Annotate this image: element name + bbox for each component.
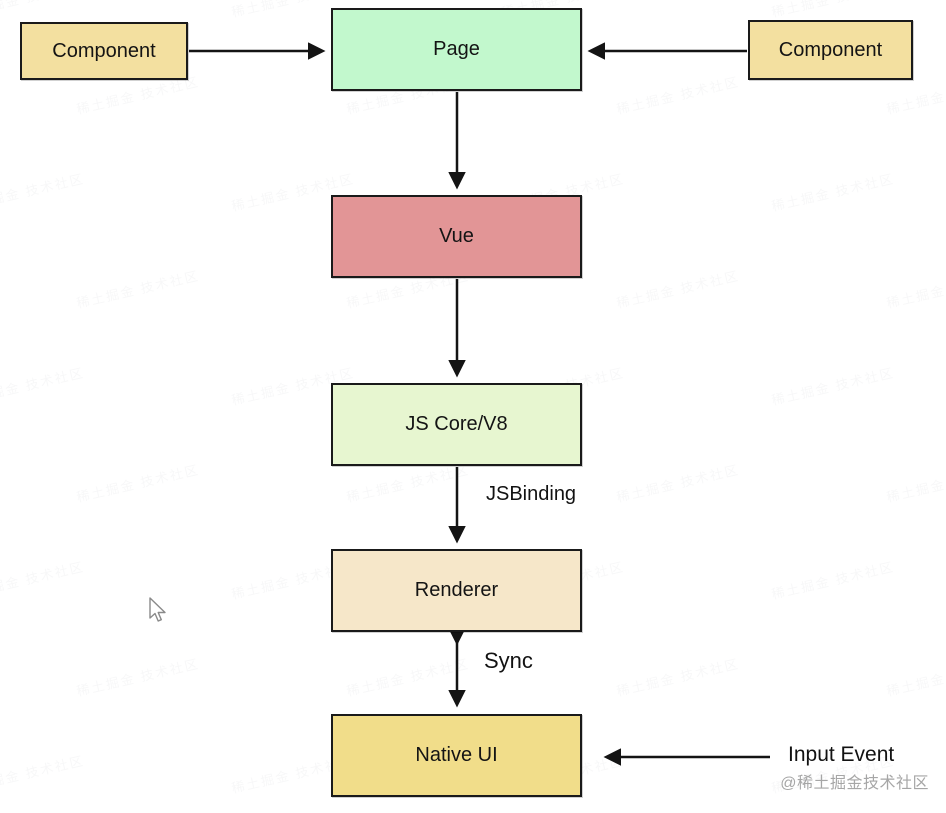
- credit-watermark: @稀土掘金技术社区: [780, 775, 929, 792]
- edge-label-input-event: Input Event: [788, 743, 895, 766]
- mouse-cursor-icon: [149, 597, 166, 622]
- node-label-js-core: JS Core/V8: [405, 413, 508, 435]
- diagram-node-vue: Vue: [331, 195, 582, 278]
- node-label-renderer: Renderer: [414, 579, 499, 601]
- node-label-component-right: Component: [778, 38, 883, 61]
- edge-label-sync: Sync: [484, 648, 533, 673]
- diagram-node-component-left: Component: [20, 22, 188, 80]
- node-label-component-left: Component: [52, 39, 156, 62]
- diagram-node-js-core: JS Core/V8: [331, 383, 582, 466]
- edge-label-jsbinding: JSBinding: [486, 483, 577, 505]
- diagram-node-native-ui: Native UI: [331, 714, 582, 797]
- node-label-page: Page: [433, 38, 480, 60]
- diagram-node-page: Page: [331, 8, 582, 91]
- diagram-node-renderer: Renderer: [331, 549, 582, 632]
- diagram-node-component-right: Component: [748, 20, 913, 80]
- node-label-native-ui: Native UI: [415, 744, 498, 766]
- node-label-vue: Vue: [439, 225, 474, 247]
